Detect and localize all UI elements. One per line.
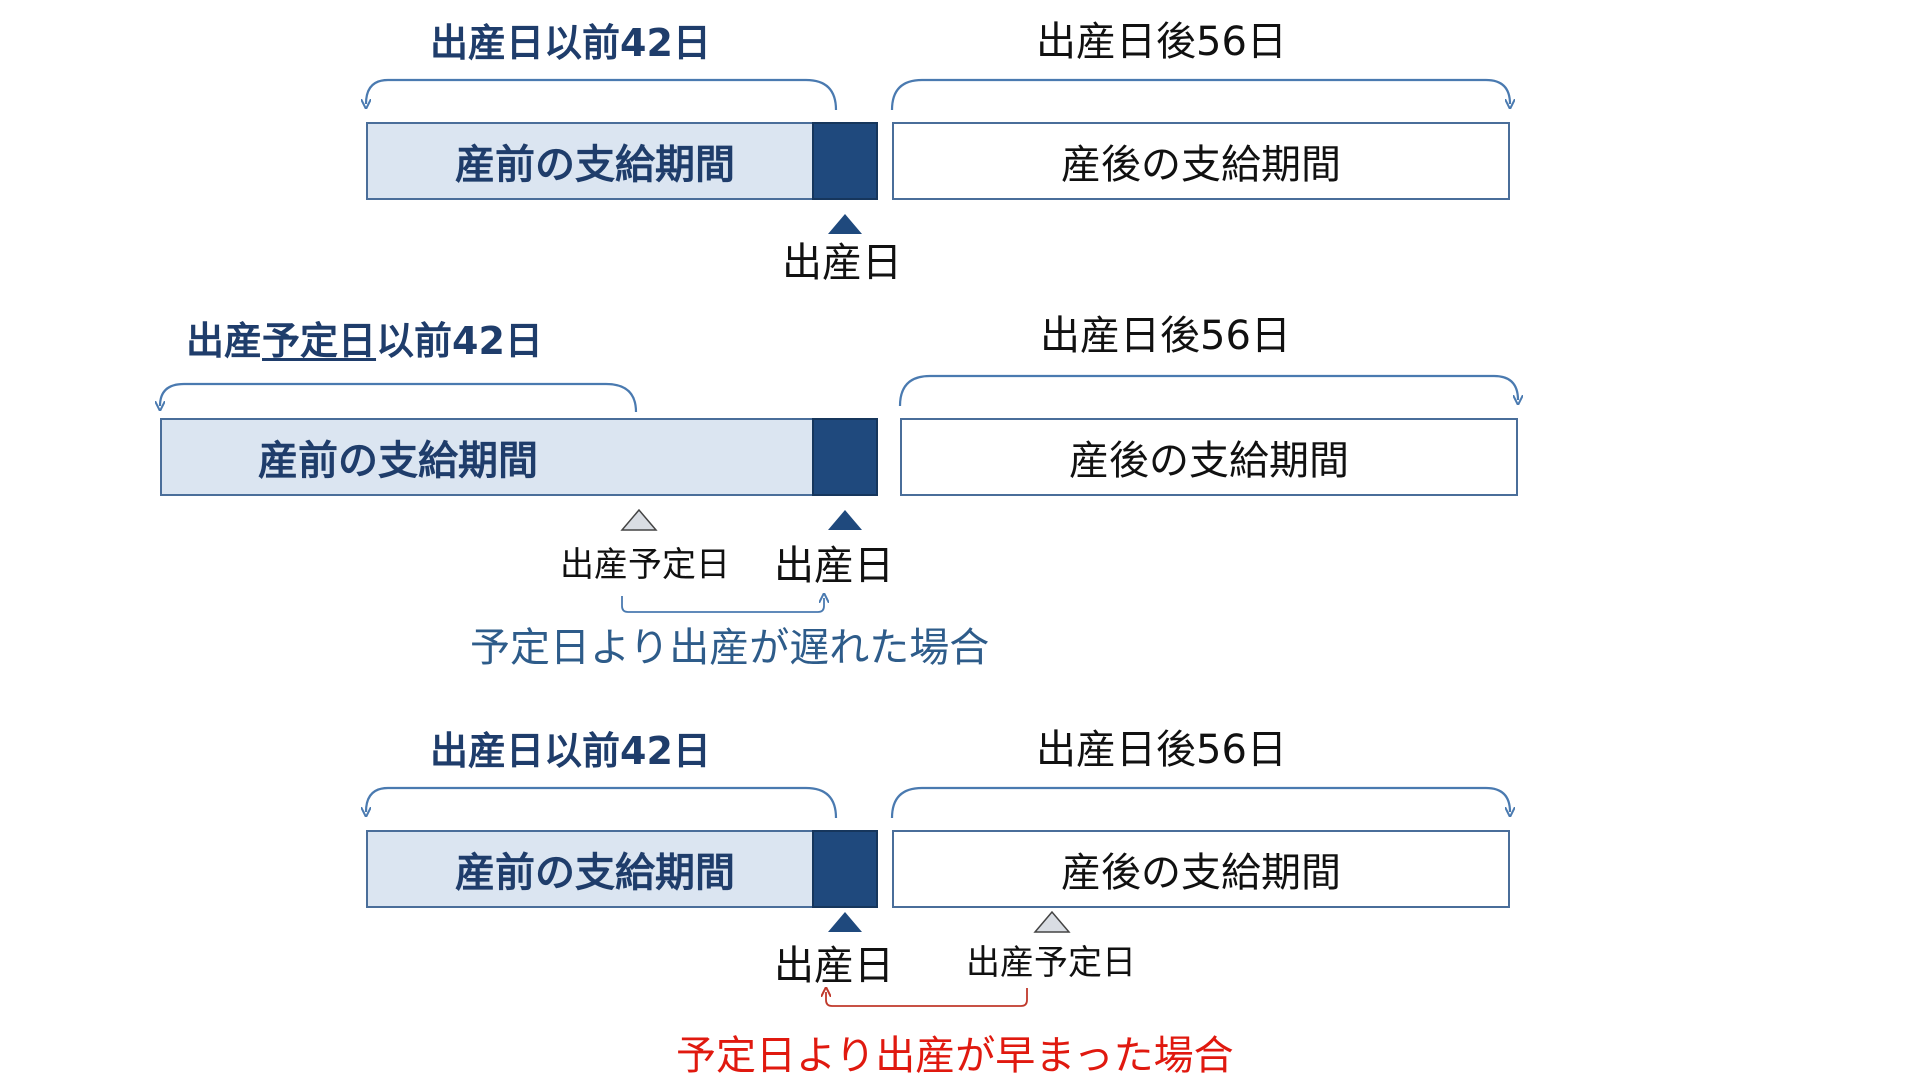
section3-pre-period-label: 産前の支給期間	[455, 850, 735, 896]
section2-after-label: 出産日後56日	[1040, 313, 1291, 359]
section1-after-arrow	[890, 78, 1510, 111]
section2-late-note: 予定日より出産が遅れた場合	[470, 625, 990, 671]
section3-early-note: 予定日より出産が早まった場合	[676, 1033, 1234, 1079]
section2-pre-period-label: 産前の支給期間	[258, 438, 538, 484]
section2-before-arrow	[160, 382, 638, 413]
section3-before-arrow	[366, 786, 838, 819]
section1-post-period-bar: 産後の支給期間	[892, 122, 1510, 200]
section1-birth-day-label: 出産日	[782, 240, 902, 286]
section1-before-arrow	[366, 78, 838, 111]
section2-pre-period-bar: 産前の支給期間	[160, 418, 816, 496]
section3-birth-day-block	[812, 830, 878, 908]
section3-before-label: 出産日以前42日	[430, 729, 711, 773]
section3-birth-marker-icon	[828, 912, 862, 932]
section2-before-label-due: 予定日	[262, 319, 377, 363]
section1-pre-period-label: 産前の支給期間	[455, 142, 735, 188]
section1-before-label: 出産日以前42日	[430, 21, 711, 65]
section2-birth-day-block	[812, 418, 878, 496]
section3-birth-day-label: 出産日	[774, 943, 894, 989]
section1-birth-marker-icon	[828, 214, 862, 234]
section1-birth-day-block	[812, 122, 878, 200]
section1-pre-period-bar: 産前の支給期間	[366, 122, 814, 200]
section2-due-date-label: 出産予定日	[560, 545, 730, 585]
section3-early-bracket	[826, 988, 1028, 1007]
section2-due-date-marker-icon	[620, 508, 658, 531]
section2-birth-day-label: 出産日	[774, 543, 894, 589]
section1-after-label: 出産日後56日	[1036, 19, 1287, 65]
section1-post-period-label: 産後の支給期間	[1061, 142, 1341, 188]
section2-before-label: 出産予定日以前42日	[186, 322, 543, 360]
section2-post-period-bar: 産後の支給期間	[900, 418, 1518, 496]
section3-after-label: 出産日後56日	[1036, 727, 1287, 773]
section3-due-date-marker-icon	[1033, 910, 1071, 933]
section3-post-period-bar: 産後の支給期間	[892, 830, 1510, 908]
section3-post-period-label: 産後の支給期間	[1061, 850, 1341, 896]
section2-before-label-a: 出産	[186, 319, 263, 363]
section3-due-date-label: 出産予定日	[966, 943, 1136, 983]
section3-pre-period-bar: 産前の支給期間	[366, 830, 814, 908]
section2-post-period-label: 産後の支給期間	[1069, 438, 1349, 484]
section3-after-arrow	[890, 786, 1510, 819]
section2-after-arrow	[898, 374, 1518, 407]
section2-birth-marker-icon	[828, 510, 862, 530]
section2-before-label-c: 以前42日	[376, 319, 543, 363]
section2-late-bracket	[621, 596, 824, 613]
